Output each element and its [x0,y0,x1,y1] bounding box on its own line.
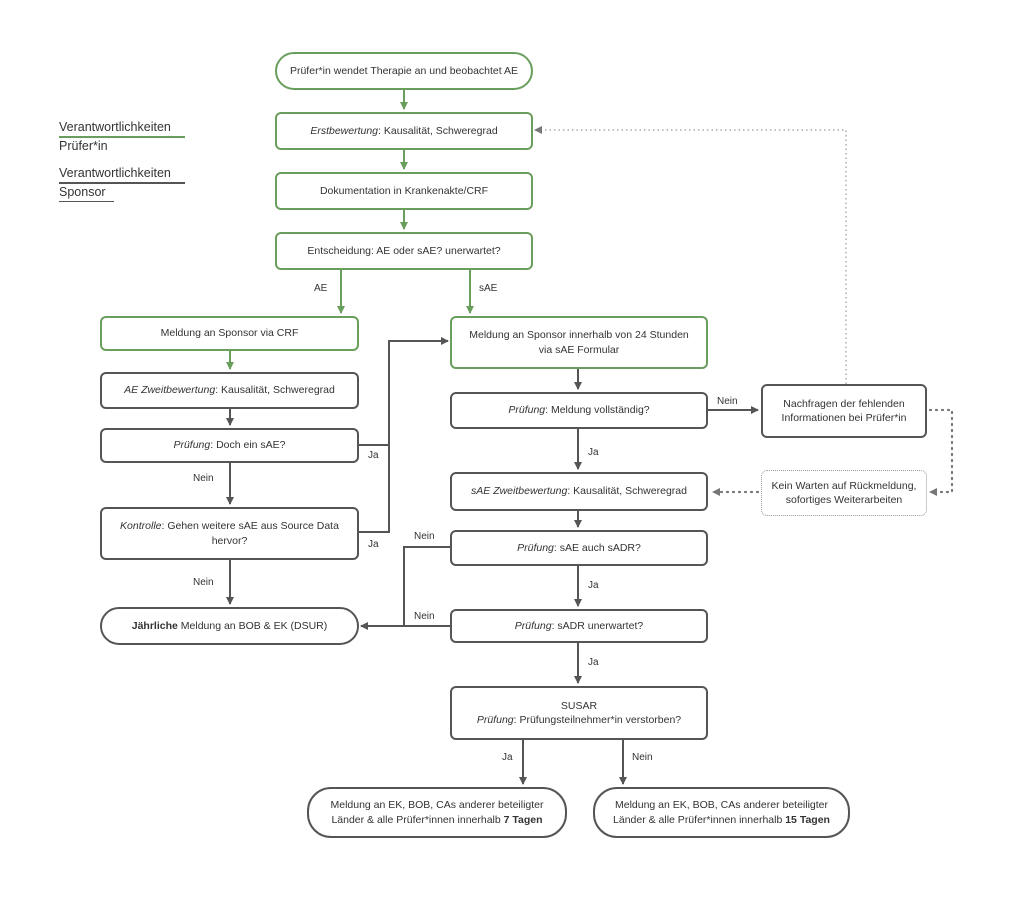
label-ae: AE [314,283,328,294]
legend-sponsor-line2: Sponsor [59,185,106,200]
label-sae: sAE [479,283,498,294]
node-sae-zweitbewertung: sAE Zweitbewertung: Kausalität, Schwereg… [450,472,708,511]
node-doch-em: Prüfung [173,439,211,452]
node-doch-rest: : Doch ein sAE? [210,439,286,452]
node-sadr-em: Prüfung [517,541,554,554]
node-meldung-24h: Meldung an Sponsor innerhalb von 24 Stun… [450,316,708,369]
legend-sponsor: Verantwortlichkeiten Sponsor [59,165,187,202]
node-jaehrlich-rest: Meldung an BOB & EK (DSUR) [177,619,328,632]
node-entscheidung: Entscheidung: AE oder sAE? unerwartet? [275,232,533,270]
legend-investigator-line1: Verantwortlichkeiten [59,120,171,134]
node-meldung-7-tage: Meldung an EK, BOB, CAs anderer beteilig… [307,787,567,838]
node-meldung-24h-line1: Meldung an Sponsor innerhalb von 24 Stun… [469,329,689,342]
node-nachfragen: Nachfragen der fehlenden Informationen b… [761,384,927,438]
node-erstbewertung-em: Erstbewertung [310,124,379,137]
node-meldung-crf: Meldung an Sponsor via CRF [100,316,359,351]
label-ja-susar: Ja [502,752,513,763]
node-kontrolle-line2: hervor? [211,534,248,547]
label-nein-unerwartet: Nein [414,611,435,622]
label-ja-unerwartet: Ja [588,657,599,668]
node-therapie: Prüfer*in wendet Therapie an und beobach… [275,52,533,90]
node-erstbewertung-rest: : Kausalität, Schweregrad [378,124,498,137]
node-kontrolle-line1: Kontrolle: Gehen weitere sAE aus Source … [120,519,339,533]
node-kontrolle-rest: : Gehen weitere sAE aus Source Data [161,520,339,533]
node-meldung-7-bold: 7 Tagen [503,813,543,826]
node-pruefung-vollstaendig-text: Prüfung: Meldung vollständig? [508,403,649,417]
node-sae-zweit-rest: : Kausalität, Schweregrad [567,485,687,498]
node-sae-zweitbewertung-text: sAE Zweitbewertung: Kausalität, Schwereg… [471,484,687,498]
node-pruefung-vollstaendig: Prüfung: Meldung vollständig? [450,392,708,429]
node-kein-warten-line2: sofortiges Weiterarbeiten [785,494,903,506]
node-meldung-7-line2-text: Länder & alle Prüfer*innen innerhalb [331,813,504,826]
node-dokumentation: Dokumentation in Krankenakte/CRF [275,172,533,210]
legend-investigator-underline [59,136,185,139]
label-nein-doch: Nein [193,473,214,484]
node-kein-warten-line1: Kein Warten auf Rückmeldung, [771,479,917,492]
legend-sponsor-underline [59,182,185,185]
node-susar-line1: SUSAR [560,699,598,712]
node-pruefung-doch-text: Prüfung: Doch ein sAE? [173,438,285,452]
node-meldung-15-line1: Meldung an EK, BOB, CAs anderer beteilig… [614,799,829,812]
label-nein-vollstaendig: Nein [717,396,738,407]
node-nachfragen-line2: Informationen bei Prüfer*in [781,412,907,424]
node-entscheidung-text: Entscheidung: AE oder sAE? unerwartet? [307,244,501,257]
label-ja-kontrolle: Ja [368,539,379,550]
edge-doch-ja-24h [359,337,449,446]
node-susar-line2: Prüfung: Prüfungsteilnehmer*in verstorbe… [477,713,681,727]
label-ja-vollstaendig: Ja [588,447,599,458]
node-susar-rest: : Prüfungsteilnehmer*in verstorben? [513,714,682,726]
legend-investigator-line2: Prüfer*in [59,139,108,154]
node-meldung-15-line2-text: Länder & alle Prüfer*innen innerhalb [613,813,786,826]
node-kontrolle: Kontrolle: Gehen weitere sAE aus Source … [100,507,359,560]
label-nein-susar: Nein [632,752,653,763]
node-ae-zweit-em: AE Zweitbewertung [124,384,216,397]
node-susar: SUSAR Prüfung: Prüfungsteilnehmer*in ver… [450,686,708,740]
node-erstbewertung-text: Erstbewertung: Kausalität, Schweregrad [310,124,497,138]
node-pruefung-sadr-text: Prüfung: sAE auch sADR? [517,541,641,555]
node-erstbewertung: Erstbewertung: Kausalität, Schweregrad [275,112,533,150]
node-ae-zweitbewertung-text: AE Zweitbewertung: Kausalität, Schweregr… [124,383,335,397]
node-meldung-15-bold: 15 Tagen [785,813,830,826]
node-sadr-rest: : sAE auch sADR? [553,541,641,554]
node-vollstaendig-em: Prüfung [508,404,546,417]
node-dokumentation-text: Dokumentation in Krankenakte/CRF [319,184,489,197]
legend-sponsor-line1: Verantwortlichkeiten [59,166,171,180]
node-susar-em: Prüfung [476,714,514,726]
node-jaehrlich: Jährliche Meldung an BOB & EK (DSUR) [100,607,359,645]
node-meldung-24h-line2: via sAE Formular [538,343,620,356]
node-ae-zweit-rest: : Kausalität, Schweregrad [215,384,335,397]
node-meldung-crf-text: Meldung an Sponsor via CRF [160,327,299,340]
label-ja-doch: Ja [368,450,379,461]
edge-kontrolle-ja-24h [359,445,390,533]
edge-sadr-nein-jaehrlich [403,546,450,626]
node-unerwartet-em: Prüfung [514,619,552,632]
node-kein-warten: Kein Warten auf Rückmeldung, sofortiges … [761,470,927,516]
label-nein-kontrolle: Nein [193,577,214,588]
node-therapie-text: Prüfer*in wendet Therapie an und beobach… [289,64,519,77]
node-meldung-7-line2: Länder & alle Prüfer*innen innerhalb 7 T… [331,813,542,827]
node-pruefung-sadr: Prüfung: sAE auch sADR? [450,530,708,566]
label-ja-sadr: Ja [588,580,599,591]
node-pruefung-doch: Prüfung: Doch ein sAE? [100,428,359,463]
node-nachfragen-line1: Nachfragen der fehlenden [783,397,905,410]
node-sae-zweit-em: sAE Zweitbewertung [471,485,568,498]
node-meldung-7-line1: Meldung an EK, BOB, CAs anderer beteilig… [330,799,544,812]
node-vollstaendig-rest: : Meldung vollständig? [545,404,650,417]
node-meldung-15-tage: Meldung an EK, BOB, CAs anderer beteilig… [593,787,850,838]
node-unerwartet-rest: : sADR unerwartet? [551,619,644,632]
edge-dotted-nachfragen-loop [928,408,954,496]
label-nein-sadr: Nein [414,531,435,542]
node-pruefung-unerwartet-text: Prüfung: sADR unerwartet? [515,619,643,633]
node-kontrolle-em: Kontrolle [120,520,162,533]
node-jaehrlich-bold: Jährliche [131,619,178,632]
node-meldung-15-line2: Länder & alle Prüfer*innen innerhalb 15 … [613,813,830,827]
node-jaehrlich-text: Jährliche Meldung an BOB & EK (DSUR) [132,619,328,633]
node-ae-zweitbewertung: AE Zweitbewertung: Kausalität, Schweregr… [100,372,359,409]
node-pruefung-unerwartet: Prüfung: sADR unerwartet? [450,609,708,643]
legend-investigator: Verantwortlichkeiten Prüfer*in [59,119,187,155]
